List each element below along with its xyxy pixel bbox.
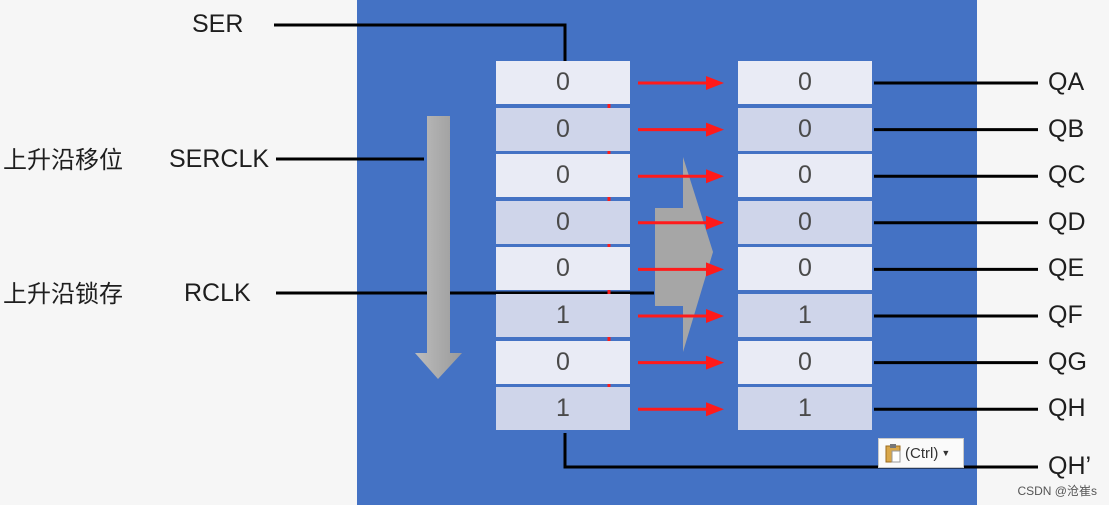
- latch-note: 上升沿锁存: [3, 280, 123, 308]
- storage-register-cell-0: 0: [738, 61, 872, 104]
- shift-register-cell-2: 0: [496, 154, 630, 198]
- serclk-label: SERCLK: [169, 145, 270, 173]
- transfer-arrow-head-0: [706, 76, 724, 90]
- latch-transfer-arrow: [655, 157, 713, 352]
- shift-register-cell-3: 0: [496, 200, 630, 244]
- shift-note: 上升沿移位: [3, 146, 123, 174]
- paste-widget-label: (Ctrl): [905, 444, 939, 462]
- output-label-qf: QF: [1048, 301, 1083, 329]
- storage-register-cell-2: 0: [738, 154, 872, 198]
- output-label-qc: QC: [1048, 161, 1086, 190]
- storage-register-cell-4: 0: [738, 247, 872, 291]
- chevron-down-icon: ▼: [941, 448, 951, 458]
- qh-prime-label: QH’: [1048, 452, 1092, 480]
- transfer-arrow-head-4: [706, 262, 724, 277]
- clipboard-icon: [885, 443, 901, 463]
- output-label-qd: QD: [1048, 207, 1086, 236]
- transfer-arrow-head-6: [706, 355, 724, 370]
- shift-register-cell-6: 0: [496, 340, 630, 384]
- transfer-arrow-head-3: [706, 215, 724, 230]
- rclk-label: RCLK: [184, 279, 251, 307]
- paste-options-button[interactable]: (Ctrl) ▼: [878, 438, 964, 468]
- shift-register-cell-4: 0: [496, 247, 630, 291]
- output-label-qa: QA: [1048, 68, 1085, 96]
- output-label-qh: QH: [1048, 394, 1086, 423]
- transfer-arrow-head-2: [706, 169, 724, 184]
- ser-wire: [274, 23, 567, 61]
- shift-direction-arrow: [415, 116, 462, 379]
- storage-register-cell-3: 0: [738, 200, 872, 244]
- output-label-qb: QB: [1048, 114, 1085, 143]
- watermark: CSDN @沧崔s: [1017, 484, 1097, 498]
- storage-register-cell-5: 1: [738, 294, 872, 337]
- shift-register-cell-7: 1: [496, 387, 630, 431]
- shift-register-cell-5: 1: [496, 294, 630, 337]
- ser-label: SER: [192, 10, 244, 38]
- output-label-qe: QE: [1048, 254, 1085, 283]
- output-label-qg: QG: [1048, 347, 1087, 376]
- shift-register-cell-1: 0: [496, 107, 630, 151]
- transfer-arrow-head-1: [706, 122, 724, 137]
- shift-register-cell-0: 0: [496, 61, 630, 104]
- storage-register-cell-6: 0: [738, 340, 872, 384]
- storage-register-cell-7: 1: [738, 387, 872, 431]
- transfer-arrow-head-7: [706, 402, 724, 417]
- storage-register-cell-1: 0: [738, 107, 872, 151]
- transfer-arrow-head-5: [706, 309, 724, 323]
